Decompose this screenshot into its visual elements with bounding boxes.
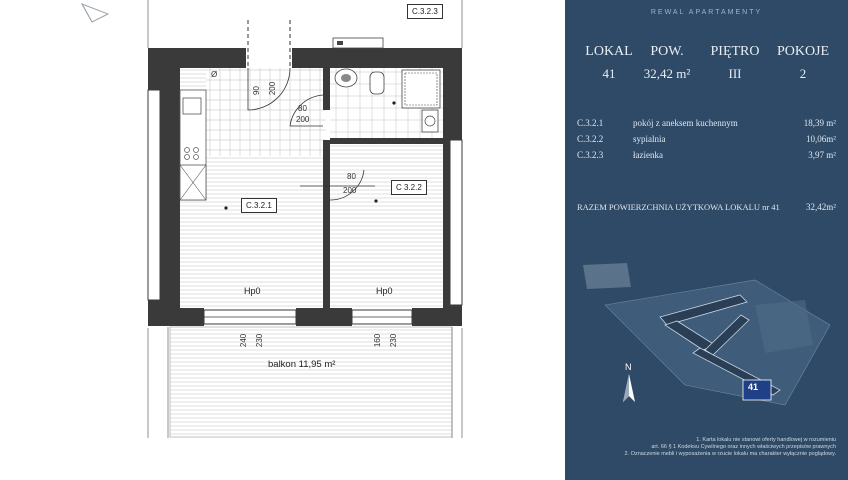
room-code-3: C.3.2.3	[577, 150, 604, 160]
value-pokoje: 2	[799, 66, 807, 81]
dim-200-bed: 200	[343, 186, 357, 195]
value-pow: 32,42 m²	[643, 66, 691, 81]
total-value: 32,42m²	[806, 202, 836, 212]
room-tag-c323: C.3.2.3	[407, 4, 443, 19]
room-code-2: C.3.2.2	[577, 134, 604, 144]
note-line-1: 1. Karta lokalu nie stanowi oferty handl…	[696, 437, 836, 443]
room-name-3: łazienka	[633, 150, 663, 160]
note-line-3: 2. Oznaczenie mebli i wyposażenia w rzuc…	[624, 451, 836, 457]
toilet-icon	[369, 71, 385, 95]
dim-230-left: 230	[255, 333, 265, 348]
info-panel: REWAL APARTAMENTY LOKAL POW. PIĘTRO POKO…	[565, 0, 848, 480]
hall-floor	[206, 68, 326, 156]
window-label-right: Hp0	[376, 286, 393, 296]
value-pietro: III	[728, 66, 742, 81]
compass-letter: N	[625, 362, 632, 372]
balcony-floor	[169, 326, 453, 438]
header-pow: POW.	[650, 44, 684, 59]
dim-200-bath: 200	[296, 115, 310, 124]
radiator-icon	[332, 37, 384, 49]
room-tag-c321: C.3.2.1	[241, 198, 277, 213]
balcony-label: balkon 11,95 m²	[268, 359, 336, 370]
map-marker-41: 41	[748, 382, 759, 392]
room-area-3: 3,97 m²	[808, 150, 836, 160]
dim-160: 160	[373, 333, 383, 348]
shower-icon	[401, 69, 441, 109]
washer-icon	[421, 109, 439, 133]
dim-90: 90	[251, 86, 261, 95]
header-pietro: PIĘTRO	[710, 44, 760, 59]
room-name-2: sypialnia	[633, 134, 666, 144]
room-tag-c322: C 3.2.2	[391, 180, 427, 195]
header-lokal: LOKAL	[585, 44, 633, 59]
room-name-1: pokój z aneksem kuchennym	[633, 118, 738, 128]
room-c322-floor	[330, 144, 443, 308]
header-pokoje: POKOJE	[776, 44, 830, 59]
dim-80-bed: 80	[347, 172, 356, 181]
dim-230-right: 230	[389, 333, 399, 348]
north-arrow-icon	[623, 374, 635, 402]
window-label-left: Hp0	[244, 286, 261, 296]
room-area-1: 18,39 m²	[803, 118, 836, 128]
value-lokal: 41	[602, 66, 616, 81]
note-line-2: art. 66 § 1 Kodeksu Cywilnego oraz innyc…	[651, 444, 836, 450]
plan-north-arrow-icon	[80, 3, 110, 23]
floor-plan: C.3.2.1 C 3.2.2 C.3.2.3 Hp0 Hp0 balkon 1…	[80, 0, 463, 438]
brand-name: REWAL APARTAMENTY	[650, 9, 763, 16]
dim-200-door: 200	[268, 81, 278, 96]
room-area-2: 10,06m²	[806, 134, 836, 144]
floor-plan-drawing	[80, 0, 463, 438]
site-map	[583, 263, 831, 406]
dim-80-bath: 80	[298, 104, 307, 113]
total-label: RAZEM POWIERZCHNIA UŻYTKOWA LOKALU nr 41	[577, 202, 780, 212]
room-code-1: C.3.2.1	[577, 118, 604, 128]
dim-240: 240	[239, 333, 249, 348]
fridge-symbol: Ø	[211, 70, 218, 79]
